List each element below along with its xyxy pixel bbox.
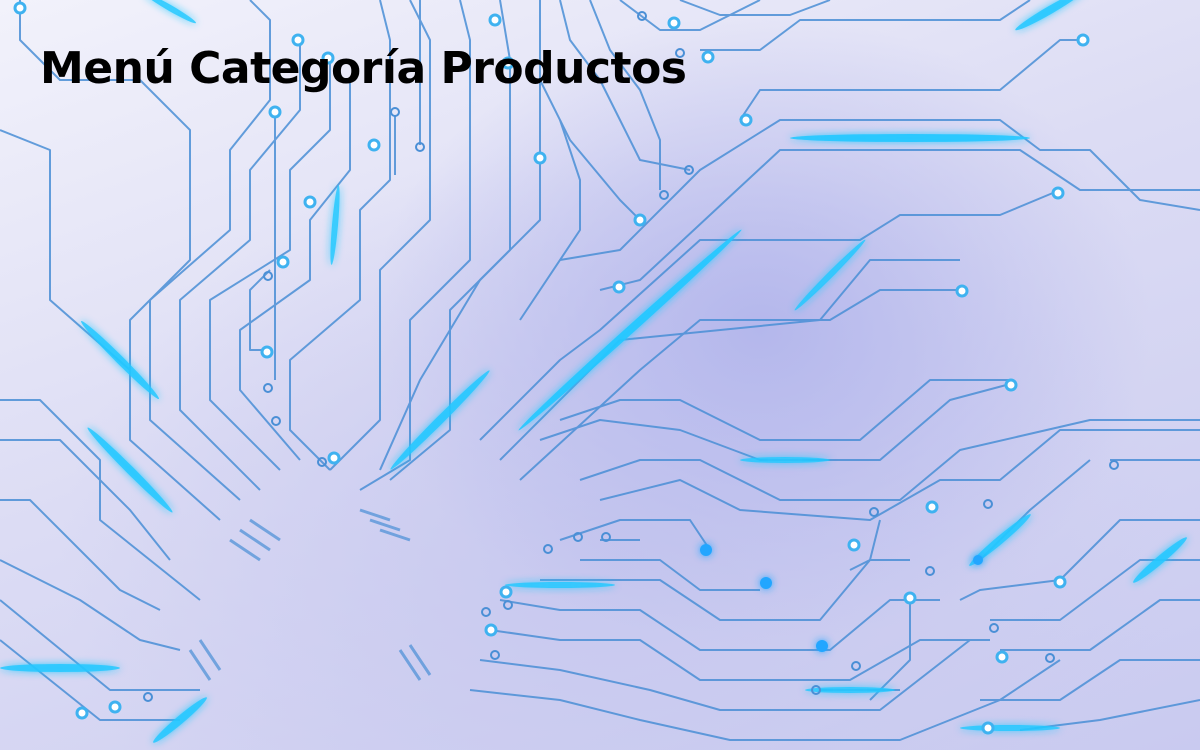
page-title: Menú Categoría Productos xyxy=(40,43,687,94)
circuit-nodes xyxy=(13,1,1119,735)
chip-pins xyxy=(188,508,432,681)
